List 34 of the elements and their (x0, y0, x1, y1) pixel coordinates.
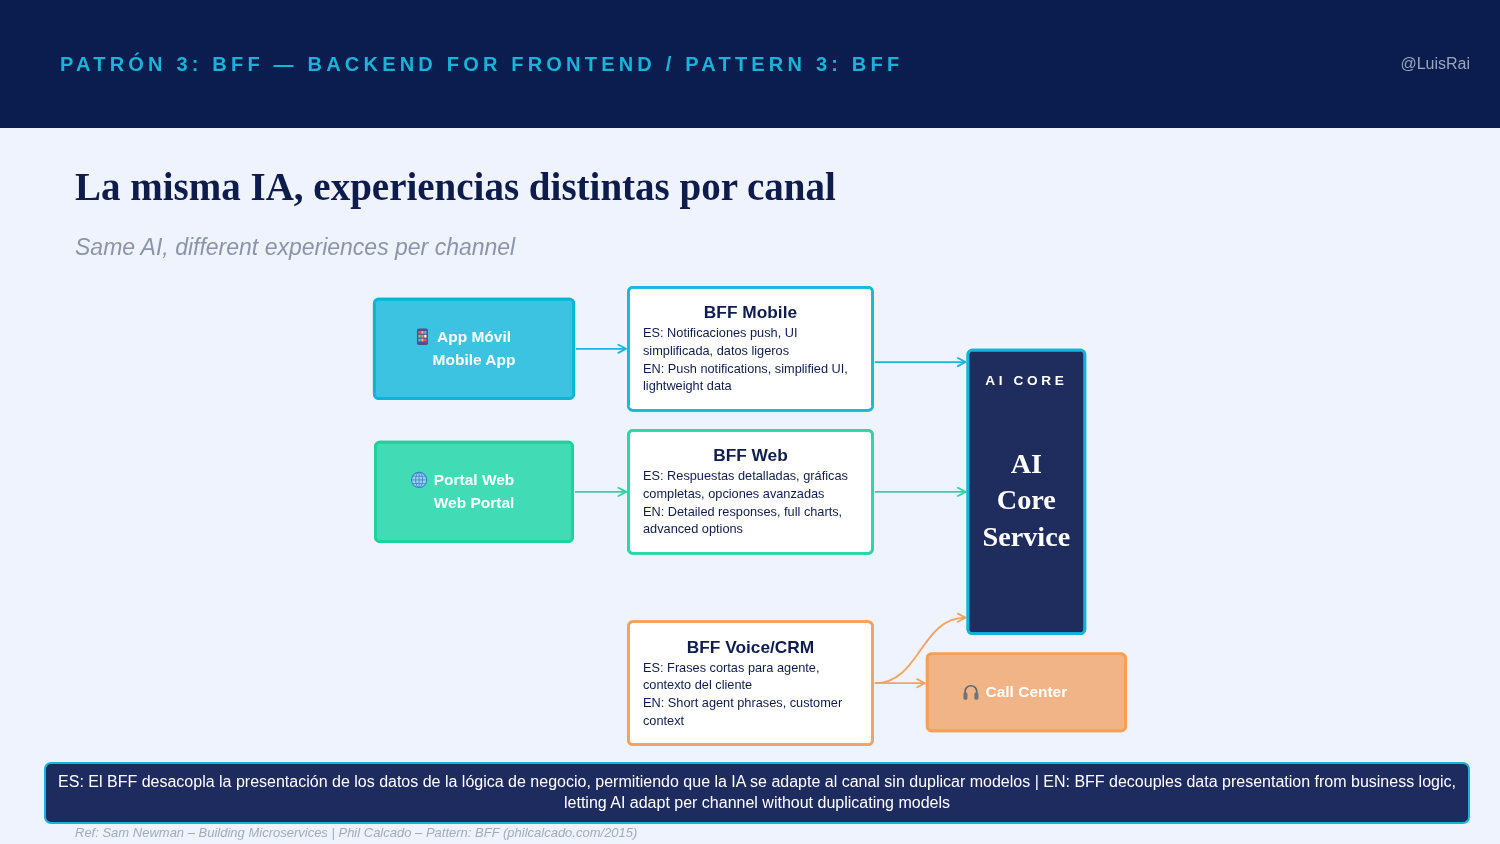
process-box (627, 285, 874, 412)
box-title: BFF Voice/CRM (685, 636, 816, 659)
arrow (874, 486, 967, 497)
arrow (575, 343, 628, 354)
author-handle: @LuisRai (1400, 55, 1470, 73)
process-box (627, 620, 874, 747)
reference-text: Ref: Sam Newman – Building Microservices | Phil Calcado – Pattern: BFF (philcalcado.com/2015) (75, 825, 638, 840)
channel-box (925, 652, 1127, 733)
subtitle: Same AI, different experiences per channel (75, 234, 516, 261)
arrow (874, 357, 967, 368)
arrow (874, 678, 926, 689)
box-text: EN: Short agent phrases, customer context (643, 694, 844, 730)
box-label: Portal Web (433, 470, 515, 491)
box-title: BFF Mobile (702, 301, 799, 324)
box-text: ES: Frases cortas para agente, contexto del cliente (643, 658, 821, 695)
box-label: Mobile App (432, 349, 516, 370)
box-heading: AI CORE (984, 370, 1069, 390)
footer-note: ES: El BFF desacopla la presentación de los datos de la lógica de negocio, permitiendo que la IA se adapte al canal sin duplicar modelos | EN: BFF decouples data presentation from business logic, letting AI adapt per channel without duplicating models (44, 762, 1470, 824)
box-text: ES: Notificaciones push, UI simplificada, datos ligeros (643, 324, 799, 360)
box-title: BFF Web (712, 444, 789, 467)
slide-title: La misma IA, experiencias distintas por canal (75, 164, 836, 209)
box-title: AI Core Service (982, 446, 1071, 555)
box-label: Call Center (985, 681, 1068, 703)
process-box (627, 429, 874, 555)
box-text: EN: Push notifications, simplified UI, lightweight data (643, 360, 849, 396)
service-box (966, 348, 1087, 636)
box-text: ES: Respuestas detalladas, gráficas completas, opciones avanzadas (643, 467, 849, 503)
box-text: EN: Detailed responses, full charts, advanced options (643, 503, 844, 539)
header-title: PATRÓN 3: BFF — BACKEND FOR FRONTEND / PATTERN 3: BFF (60, 53, 904, 76)
arrow (574, 486, 628, 497)
box-label: App Móvil (437, 327, 512, 348)
box-label: Web Portal (433, 492, 515, 513)
channel-box (373, 297, 576, 400)
channel-box (374, 440, 575, 544)
